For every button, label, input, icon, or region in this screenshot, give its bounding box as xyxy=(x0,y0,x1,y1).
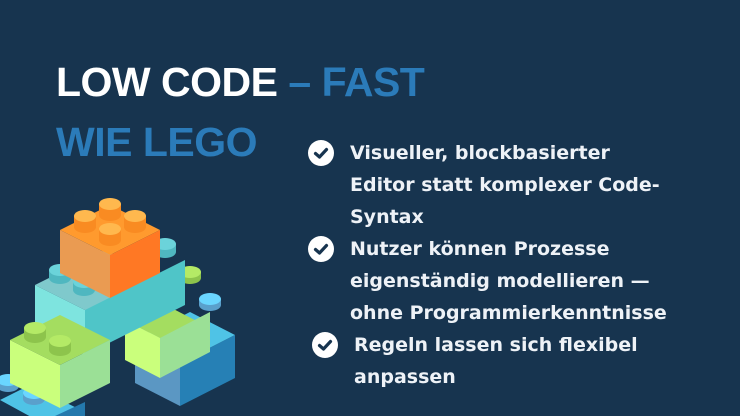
check-circle-icon xyxy=(312,332,338,358)
check-circle-icon xyxy=(308,140,334,166)
lego-bricks-illustration xyxy=(0,198,235,416)
feature-item: Nutzer können Prozesse eigenständig mode… xyxy=(308,233,667,329)
title-low-code: LOW CODE xyxy=(56,59,278,105)
title-wie-lego: WIE LEGO xyxy=(56,119,258,165)
slide-title: LOW CODE – FAST WIE LEGO xyxy=(56,52,425,172)
lego-brick-green-left xyxy=(10,315,110,408)
feature-list: Visueller, blockbasierter Editor statt k… xyxy=(308,137,667,393)
feature-item: Regeln lassen sich flexibel anpassen xyxy=(312,329,667,393)
check-circle-icon xyxy=(308,236,334,262)
title-fast: – FAST xyxy=(277,59,425,105)
lego-brick-orange xyxy=(60,198,160,298)
feature-item: Visueller, blockbasierter Editor statt k… xyxy=(308,137,667,233)
